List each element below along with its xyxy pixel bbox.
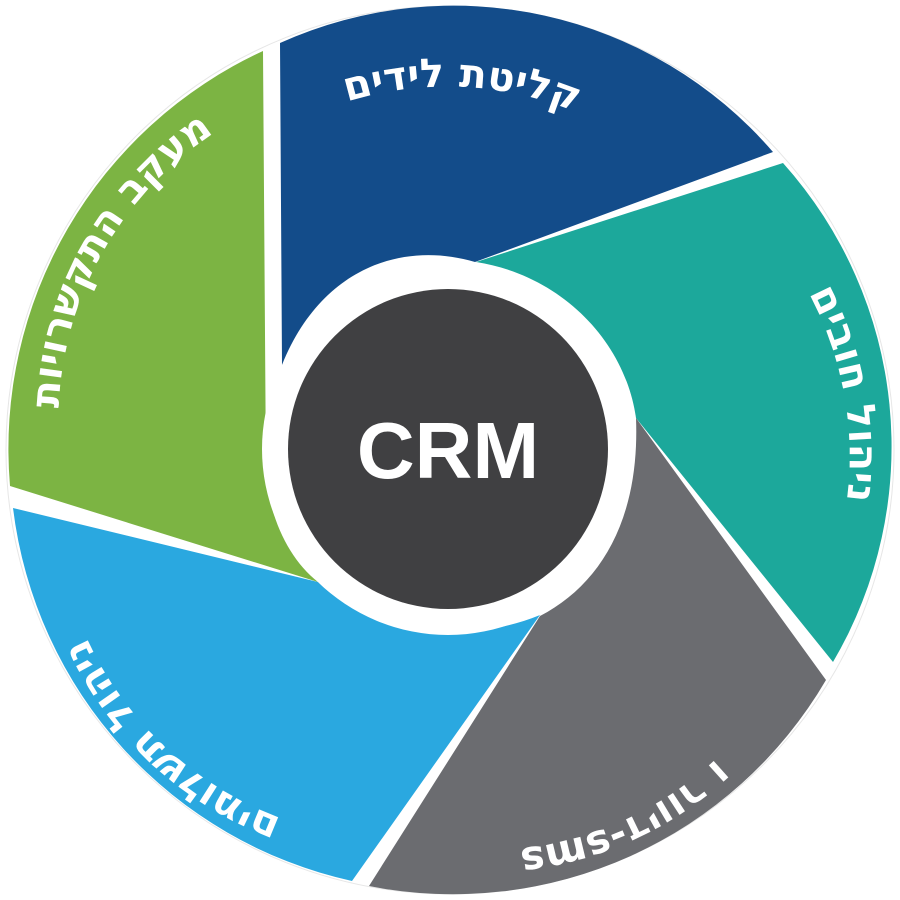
center-hub[interactable] (288, 289, 608, 609)
center-label: CRM (357, 406, 539, 495)
segment-debt-management-shape (476, 163, 892, 662)
segment-lead-intake-shape (280, 5, 773, 365)
segment-email-sms[interactable]: דיוור ו-sms (369, 418, 826, 895)
segment-email-sms-shape (369, 418, 826, 895)
segment-lead-intake[interactable]: קליטת לידים (280, 5, 773, 365)
segment-payment-management-shape (13, 508, 540, 881)
segment-communication-tracking-shape (8, 51, 318, 582)
segment-debt-management[interactable]: ניהול חובים (476, 163, 892, 662)
